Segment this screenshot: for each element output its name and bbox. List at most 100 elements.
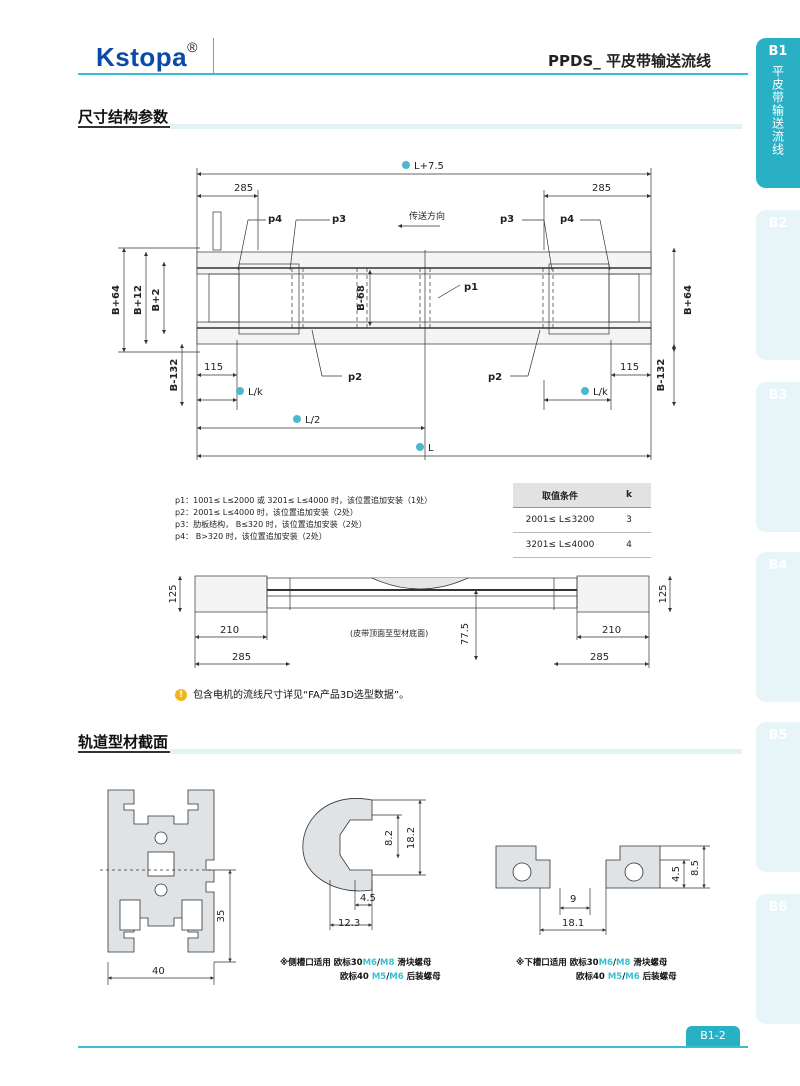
label-p4-right: p4 — [560, 214, 574, 225]
dim-b64-right: B+64 — [683, 285, 694, 315]
side-tab-code: B1 — [768, 44, 788, 59]
warning-icon: ! — [175, 689, 187, 701]
label-p2-right: p2 — [488, 372, 502, 383]
motor-size-warning: ! 包含电机的流线尺寸详见“FA产品3D选型数据”。 — [175, 686, 409, 701]
table-row: 2001≤ L≤3200 3 — [513, 507, 651, 533]
k-table-header-condition: 取值条件 — [513, 483, 607, 508]
caption-size: M6 — [598, 958, 613, 968]
caption-sep: / — [612, 958, 617, 968]
side-tab-b2[interactable]: B2 — [756, 210, 800, 360]
dim-l-half: L/2 — [305, 415, 320, 426]
section-underline — [78, 126, 170, 128]
side-tab-b1[interactable]: B1 平皮带输送流线 — [756, 38, 800, 188]
dim-115-left: 115 — [204, 362, 223, 373]
footer-rule — [78, 1046, 748, 1048]
page-title: PPDS_ 平皮带输送流线 — [548, 52, 711, 70]
side-tab-code: B6 — [768, 900, 788, 915]
caption-sep: / — [386, 972, 390, 982]
header-divider — [213, 38, 214, 73]
header-rule — [78, 73, 748, 75]
caption-size: M5 — [607, 972, 623, 982]
dim-210-right: 210 — [602, 625, 621, 636]
install-notes: p1：1001≤ L≤2000 或 3201≤ L≤4000 时，该位置追加安装… — [175, 495, 432, 543]
dim-height-right: 125 — [658, 584, 669, 603]
side-tab-b5[interactable]: B5 — [756, 722, 800, 872]
brand-name: Kstopa — [96, 42, 188, 72]
label-p1: p1 — [464, 282, 478, 293]
label-p3-left: p3 — [332, 214, 346, 225]
side-tab-code: B2 — [768, 216, 788, 231]
dim-9: 9 — [570, 894, 576, 905]
caption-sep: / — [376, 958, 381, 968]
dim-lk-left: L/k — [248, 387, 263, 398]
side-tab-label: 平皮带输送流线 — [770, 65, 785, 156]
caption-sep: / — [622, 972, 626, 982]
dim-77-5: 77.5 — [460, 623, 471, 645]
note-p4: p4： B>320 时，该位置追加安装（2处） — [175, 532, 327, 541]
caption-text: 滑块螺母 — [630, 958, 668, 968]
bottom-slot-caption-2: 欧标40 M5/M6 后装螺母 — [576, 970, 677, 982]
side-slot-section — [302, 798, 373, 892]
dim-12-3: 12.3 — [338, 918, 360, 929]
dim-285-left: 285 — [232, 652, 251, 663]
caption-text: 滑块螺母 — [394, 958, 432, 968]
direction-label: 传送方向 — [409, 210, 445, 222]
side-tab-code: B4 — [768, 558, 788, 573]
conveyor-top-view-drawing: L+7.5 285 285 传送方向 p4 p3 p3 p4 p1 p2 p2 … — [111, 161, 694, 460]
dim-8-5: 8.5 — [690, 860, 701, 876]
dim-18-1: 18.1 — [562, 918, 584, 929]
dim-4-5-b: 4.5 — [671, 866, 682, 882]
dim-18-2: 18.2 — [406, 827, 417, 849]
caption-text: 后装螺母 — [403, 972, 441, 982]
label-p3-right: p3 — [500, 214, 514, 225]
side-tab-code: B5 — [768, 728, 788, 743]
caption-text: ※侧槽口适用 欧标30 — [280, 958, 363, 968]
k-table-condition: 2001≤ L≤3200 — [513, 507, 607, 533]
caption-size: M6 — [625, 972, 640, 982]
warning-text: 包含电机的流线尺寸详见“FA产品3D选型数据”。 — [193, 690, 410, 701]
dim-right-end: 285 — [592, 183, 611, 194]
dim-left-end: 285 — [234, 183, 253, 194]
note-p2: p2：2001≤ L≤4000 时，该位置追加安装（2处） — [175, 508, 358, 517]
registered-mark: ® — [187, 39, 198, 56]
side-tab-b3[interactable]: B3 — [756, 382, 800, 532]
dim-115-right: 115 — [620, 362, 639, 373]
rail-profile-drawings: 40 35 8.2 18.2 4.5 12.3 9 18.1 4.5 8.5 — [100, 789, 710, 985]
caption-size: M8 — [616, 958, 631, 968]
k-table-condition: 3201≤ L≤4000 — [513, 532, 607, 558]
dim-b2: B+2 — [151, 288, 162, 311]
side-tab-code: B3 — [768, 388, 788, 403]
belt-height-note: (皮带顶面至型材底面) — [350, 628, 428, 638]
dim-height-left: 125 — [168, 584, 179, 603]
side-tab-b4[interactable]: B4 — [756, 552, 800, 702]
dim-35: 35 — [216, 910, 227, 923]
dim-width-40: 40 — [152, 966, 165, 977]
dim-l: L — [428, 443, 434, 454]
caption-text: 后装螺母 — [639, 972, 677, 982]
side-slot-caption-2: 欧标40 M5/M6 后装螺母 — [340, 970, 441, 982]
table-row: 3201≤ L≤4000 4 — [513, 532, 651, 558]
rail-profile-section — [107, 789, 215, 953]
k-table-value: 3 — [607, 507, 651, 533]
k-value-table: 取值条件 k 2001≤ L≤3200 3 3201≤ L≤4000 4 — [513, 483, 651, 558]
caption-size: M5 — [371, 972, 387, 982]
page-number: B1-2 — [686, 1026, 740, 1046]
caption-size: M6 — [362, 958, 377, 968]
caption-size: M6 — [389, 972, 404, 982]
section-band — [170, 124, 742, 129]
caption-text: ※下槽口适用 欧标30 — [516, 958, 599, 968]
dim-285-right: 285 — [590, 652, 609, 663]
section-title-dims: 尺寸结构参数 — [78, 108, 169, 126]
k-table-header-k: k — [607, 483, 651, 508]
conveyor-side-view-drawing: 125 125 210 210 285 285 (皮带顶面至型材底面) 77.5 — [168, 575, 673, 668]
side-tab-b6[interactable]: B6 — [756, 894, 800, 1024]
section-title-profile: 轨道型材截面 — [78, 733, 169, 751]
label-p4-left: p4 — [268, 214, 282, 225]
dim-lk-right: L/k — [593, 387, 608, 398]
dim-b132-right: B-132 — [656, 359, 667, 392]
label-p2-left: p2 — [348, 372, 362, 383]
bottom-slot-caption-1: ※下槽口适用 欧标30M6/M8 滑块螺母 — [516, 956, 667, 968]
section-underline — [78, 751, 170, 753]
caption-text: 欧标40 — [340, 972, 369, 982]
dim-total-length: L+7.5 — [414, 161, 444, 172]
